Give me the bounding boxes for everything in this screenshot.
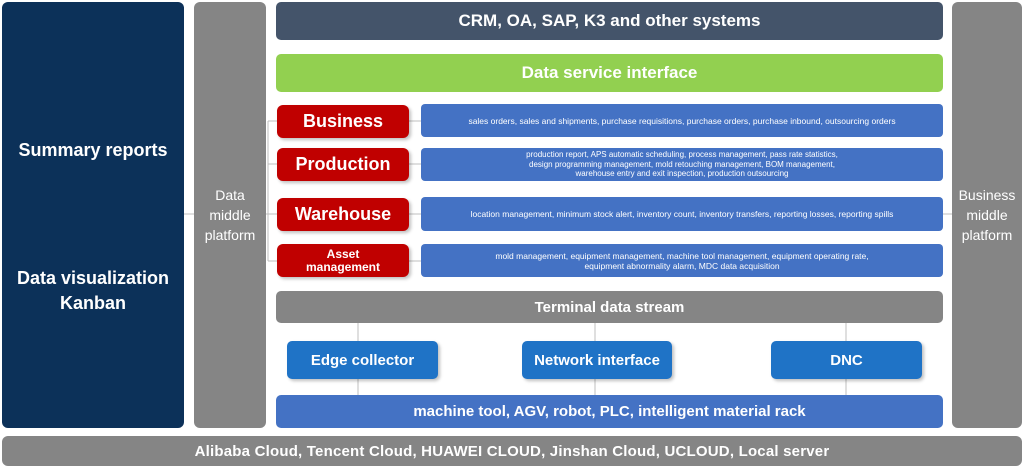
business-middle-platform: Business middle platform [952, 2, 1022, 428]
detail-production: production report, APS automatic schedul… [421, 148, 943, 181]
detail-warehouse: location management, minimum stock alert… [421, 197, 943, 231]
category-business: Business [277, 105, 409, 138]
data-service-interface-bar: Data service interface [276, 54, 943, 92]
left-panel: Summary reports Data visualization Kanba… [2, 2, 184, 428]
data-middle-platform: Data middle platform [194, 2, 266, 428]
category-production: Production [277, 148, 409, 181]
devices-bar: machine tool, AGV, robot, PLC, intellige… [276, 395, 943, 428]
edge-collector-box: Edge collector [287, 341, 438, 379]
dnc-box: DNC [771, 341, 922, 379]
category-warehouse: Warehouse [277, 198, 409, 231]
summary-reports-label: Summary reports [18, 140, 168, 160]
top-systems-bar: CRM, OA, SAP, K3 and other systems [276, 2, 943, 40]
cloud-bar: Alibaba Cloud, Tencent Cloud, HUAWEI CLO… [2, 436, 1022, 466]
detail-asset-management: mold management, equipment management, m… [421, 244, 943, 277]
category-asset-management: Asset management [277, 244, 409, 277]
data-visualization-kanban-label: Data visualization Kanban [16, 268, 170, 313]
network-interface-box: Network interface [522, 341, 672, 379]
terminal-data-stream-bar: Terminal data stream [276, 291, 943, 323]
detail-business: sales orders, sales and shipments, purch… [421, 104, 943, 137]
